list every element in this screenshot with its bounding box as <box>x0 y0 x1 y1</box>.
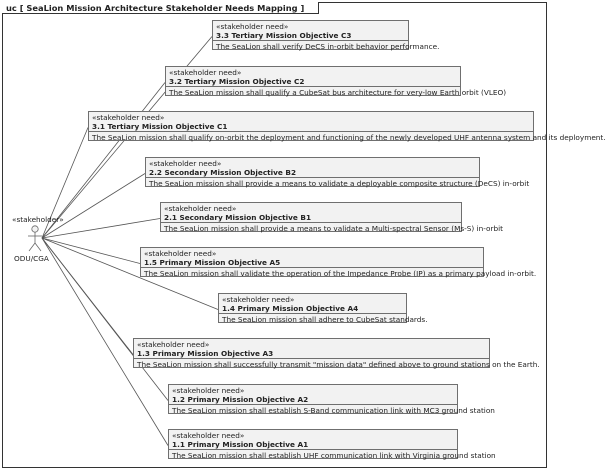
need-box-1-4[interactable]: «stakeholder need»1.4 Primary Mission Ob… <box>218 293 428 324</box>
need-box-3-2[interactable]: «stakeholder need»3.2 Tertiary Mission O… <box>165 66 507 97</box>
association-line-2-1 <box>41 218 161 239</box>
need-stereotype: «stakeholder need» <box>137 340 210 349</box>
need-text: The SeaLion mission shall successfully t… <box>137 360 540 369</box>
association-line-3-2 <box>41 82 166 239</box>
need-divider <box>219 313 406 314</box>
need-box-1-3[interactable]: «stakeholder need»1.3 Primary Mission Ob… <box>133 338 540 369</box>
need-name: 3.2 Tertiary Mission Objective C2 <box>169 77 305 86</box>
association-lines <box>41 36 219 446</box>
frame-title: uc [ SeaLion Mission Architecture Stakeh… <box>2 2 320 14</box>
association-line-1-2 <box>41 237 169 401</box>
need-divider <box>146 177 479 178</box>
need-stereotype: «stakeholder need» <box>222 295 295 304</box>
need-divider <box>169 449 457 450</box>
need-stereotype: «stakeholder need» <box>172 386 245 395</box>
need-stereotype: «stakeholder need» <box>216 22 289 31</box>
need-stereotype: «stakeholder need» <box>169 68 242 77</box>
need-name: 1.3 Primary Mission Objective A3 <box>137 349 274 358</box>
need-name: 2.1 Secondary Mission Objective B1 <box>164 213 312 222</box>
need-text: The SeaLion mission shall establish S-Ba… <box>172 406 495 415</box>
need-divider <box>161 222 461 223</box>
need-divider <box>213 40 408 41</box>
association-line-1-5 <box>41 237 141 264</box>
need-divider <box>141 267 483 268</box>
need-box-3-1[interactable]: «stakeholder need»3.1 Tertiary Mission O… <box>88 111 606 142</box>
need-divider <box>134 358 489 359</box>
need-text: The SeaLion mission shall provide a mean… <box>164 224 504 233</box>
need-stereotype: «stakeholder need» <box>172 431 245 440</box>
need-box-1-2[interactable]: «stakeholder need»1.2 Primary Mission Ob… <box>168 384 495 415</box>
need-box-1-1[interactable]: «stakeholder need»1.1 Primary Mission Ob… <box>168 429 496 460</box>
need-text: The SeaLion mission shall adhere to Cube… <box>222 315 428 324</box>
need-text: The SeaLion mission shall provide a mean… <box>149 179 530 188</box>
association-line-1-1 <box>41 237 169 446</box>
need-box-2-2[interactable]: «stakeholder need»2.2 Secondary Mission … <box>145 157 530 188</box>
need-stereotype: «stakeholder need» <box>144 249 217 258</box>
need-name: 1.2 Primary Mission Objective A2 <box>172 395 309 404</box>
need-box-2-1[interactable]: «stakeholder need»2.1 Secondary Mission … <box>160 202 504 233</box>
need-text: The SeaLion mission shall qualify on-orb… <box>92 133 606 142</box>
need-divider <box>169 404 457 405</box>
actor-stereotype: «stakeholder» <box>12 215 64 224</box>
need-name: 3.1 Tertiary Mission Objective C1 <box>92 122 228 131</box>
need-box-3-3[interactable]: «stakeholder need»3.3 Tertiary Mission O… <box>212 20 440 51</box>
need-text: The SeaLion mission shall validate the o… <box>144 269 537 278</box>
need-text: The SeaLion mission shall qualify a Cube… <box>169 88 507 97</box>
need-box-1-5[interactable]: «stakeholder need»1.5 Primary Mission Ob… <box>140 247 537 278</box>
need-name: 1.4 Primary Mission Objective A4 <box>222 304 359 313</box>
need-divider <box>166 86 460 87</box>
association-line-2-2 <box>41 173 146 239</box>
need-name: 1.1 Primary Mission Objective A1 <box>172 440 309 449</box>
need-text: The SeaLion shall verify DeCS in-orbit b… <box>216 42 440 51</box>
need-stereotype: «stakeholder need» <box>164 204 237 213</box>
need-name: 2.2 Secondary Mission Objective B2 <box>149 168 297 177</box>
association-line-1-4 <box>41 237 219 310</box>
stick-figure-icon <box>28 225 42 252</box>
need-divider <box>89 131 533 132</box>
actor-name: ODU/CGA <box>14 254 49 263</box>
need-stereotype: «stakeholder need» <box>149 159 222 168</box>
need-name: 1.5 Primary Mission Objective A5 <box>144 258 281 267</box>
need-text: The SeaLion mission shall establish UHF … <box>172 451 496 460</box>
need-name: 3.3 Tertiary Mission Objective C3 <box>216 31 352 40</box>
association-line-3-1 <box>41 127 89 239</box>
need-stereotype: «stakeholder need» <box>92 113 165 122</box>
